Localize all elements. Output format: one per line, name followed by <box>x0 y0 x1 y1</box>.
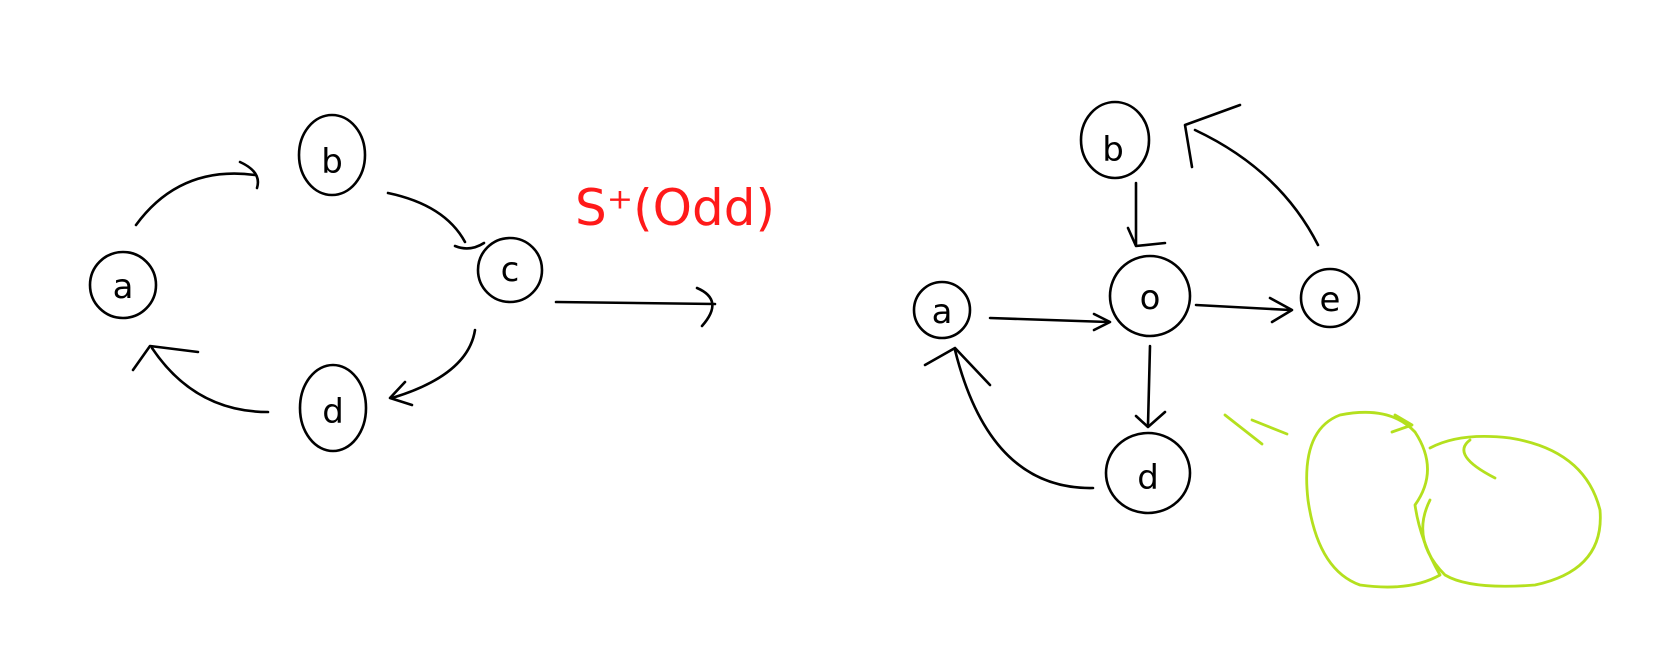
right-edge-o-e-arrowhead <box>1268 296 1294 324</box>
left-node-c: c <box>476 236 544 304</box>
left-node-c-circle <box>476 236 544 304</box>
transform-arrow-line <box>554 300 717 306</box>
equivalence-mark-stroke-2 <box>1250 418 1289 436</box>
left-edge-c-d <box>388 328 477 407</box>
right-edge-o-d-line <box>1146 344 1152 427</box>
left-node-b-label: b <box>321 142 343 182</box>
left-node-d: d <box>298 363 368 453</box>
green-sketch: = <box>1223 410 1602 589</box>
annotation-label: S⁺(Odd) <box>575 179 775 237</box>
right-graph: a b o e d <box>912 100 1361 515</box>
transform-arrow <box>554 286 717 328</box>
right-edge-o-e-line <box>1194 303 1292 312</box>
equivalence-mark: = <box>1223 413 1289 446</box>
equivalence-mark-symbol: = <box>1256 429 1257 431</box>
left-edge-b-c-arrowhead <box>453 241 486 250</box>
right-edge-a-o-line <box>988 316 1110 324</box>
left-edge-b-c-line <box>386 191 467 244</box>
left-node-c-label: c <box>501 250 520 290</box>
right-node-b: b <box>1079 100 1151 180</box>
left-node-a-label: a <box>113 267 134 307</box>
right-edge-e-b <box>1183 103 1320 247</box>
right-node-o-circle <box>1108 254 1192 338</box>
left-graph: a b c d <box>88 113 717 453</box>
left-edge-d-a-arrowhead <box>131 344 200 372</box>
right-edge-e-b-line <box>1193 128 1320 247</box>
right-node-d-circle <box>1104 431 1192 515</box>
right-node-d-label: d <box>1137 458 1159 498</box>
right-edge-d-a <box>923 346 1095 490</box>
right-edge-a-o <box>988 312 1112 332</box>
left-node-a-circle <box>88 250 158 320</box>
right-node-a: a <box>912 280 972 340</box>
left-edge-a-b-line <box>134 172 257 227</box>
right-edge-d-a-line <box>953 348 1095 490</box>
left-node-d-circle <box>298 363 368 453</box>
left-edge-a-b-arrowhead <box>238 160 260 190</box>
right-edge-a-o-arrowhead <box>1092 312 1112 332</box>
left-node-b-circle <box>297 113 367 197</box>
left-edge-c-d-line <box>390 328 477 400</box>
right-edge-o-d-arrowhead <box>1134 410 1167 429</box>
right-edge-e-b-arrowhead <box>1183 103 1242 169</box>
right-node-d: d <box>1104 431 1192 515</box>
right-edge-b-o-arrowhead <box>1126 226 1167 248</box>
right-node-e-circle <box>1299 267 1361 329</box>
left-node-d-label: d <box>322 392 344 432</box>
right-node-e: e <box>1299 267 1361 329</box>
right-edge-o-d <box>1134 344 1167 429</box>
right-node-o-label: o <box>1140 278 1161 318</box>
green-loop-right <box>1421 434 1602 588</box>
right-edge-b-o <box>1126 181 1167 248</box>
left-edge-d-a <box>131 344 270 414</box>
right-edge-d-a-arrowhead <box>923 346 992 387</box>
right-node-b-label: b <box>1102 130 1124 170</box>
right-node-a-label: a <box>932 292 953 332</box>
left-edge-a-b <box>134 160 260 227</box>
right-edge-o-e <box>1194 296 1294 324</box>
transform-arrow-head <box>695 286 714 328</box>
right-node-a-circle <box>912 280 972 340</box>
right-node-o: o <box>1108 254 1192 338</box>
green-loop-left <box>1305 410 1442 589</box>
left-node-b: b <box>297 113 367 197</box>
green-arrowhead-left <box>1390 413 1414 434</box>
left-edge-c-d-arrowhead <box>388 380 414 407</box>
left-edge-b-c <box>386 191 486 250</box>
left-node-a: a <box>88 250 158 320</box>
green-arrowhead-right <box>1462 438 1497 480</box>
right-node-e-label: e <box>1320 280 1341 320</box>
equivalence-mark-stroke-1 <box>1223 413 1264 446</box>
right-node-b-circle <box>1079 100 1151 180</box>
left-edge-d-a-line <box>150 346 270 414</box>
